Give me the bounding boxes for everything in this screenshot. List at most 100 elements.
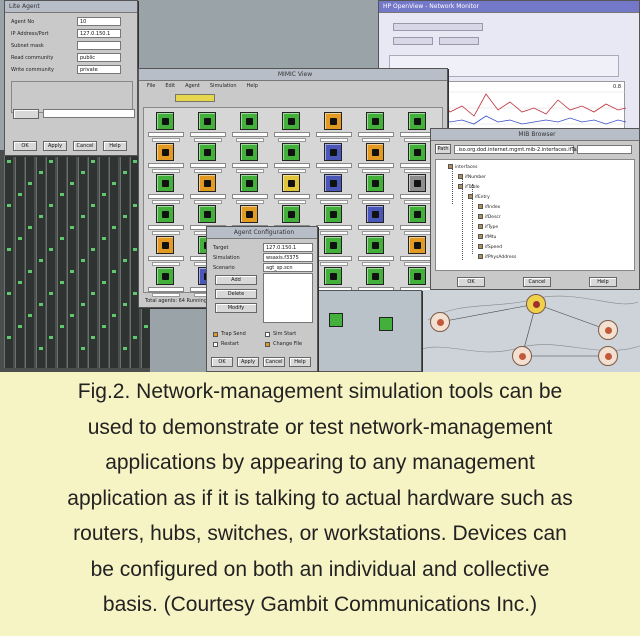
device-icon[interactable] [366, 236, 384, 254]
device-icon[interactable] [198, 143, 216, 161]
cancel-button[interactable]: Cancel [263, 357, 285, 367]
map-node-center[interactable] [526, 294, 546, 314]
field-input[interactable]: wsaxis.f3375 [263, 253, 313, 262]
apply-button[interactable]: Apply [43, 141, 67, 151]
device-icon[interactable] [324, 205, 342, 223]
config-list[interactable] [263, 273, 313, 323]
device-icon[interactable] [324, 267, 342, 285]
map-node[interactable] [430, 312, 450, 332]
device-icon[interactable] [408, 267, 426, 285]
help-button[interactable]: Help [289, 357, 311, 367]
help-button[interactable]: Help [103, 141, 127, 151]
tree-item[interactable]: interfaces [448, 164, 477, 170]
device-cell[interactable] [272, 172, 312, 206]
modify-button[interactable]: Modify [215, 303, 257, 313]
device-cell[interactable] [314, 141, 354, 175]
device-icon[interactable] [156, 236, 174, 254]
device-icon[interactable] [240, 112, 258, 130]
device-icon[interactable] [324, 236, 342, 254]
device-cell[interactable] [314, 234, 354, 268]
device-cell[interactable] [188, 141, 228, 175]
device-cell[interactable] [356, 141, 396, 175]
device-icon[interactable] [198, 112, 216, 130]
device-icon[interactable] [282, 112, 300, 130]
agent-desc-field[interactable] [43, 109, 135, 118]
apply-button[interactable]: Apply [237, 357, 259, 367]
tree-item[interactable]: ifIndex [478, 204, 500, 210]
tree-item[interactable]: ifDescr [478, 214, 501, 220]
device-icon[interactable] [156, 174, 174, 192]
device-cell[interactable] [230, 172, 270, 206]
device-icon[interactable] [240, 143, 258, 161]
device-icon[interactable] [198, 174, 216, 192]
device-cell[interactable] [146, 141, 186, 175]
device-cell[interactable] [356, 172, 396, 206]
device-icon[interactable] [408, 143, 426, 161]
field-input[interactable]: 127.0.150.1 [263, 243, 313, 252]
checkbox-box[interactable] [213, 331, 218, 337]
tree-item[interactable]: ifType [478, 224, 498, 230]
device-cell[interactable] [314, 203, 354, 237]
field-input[interactable]: private [77, 65, 121, 74]
field-input[interactable]: agt_sp.scn [263, 263, 313, 272]
device-cell[interactable] [314, 172, 354, 206]
device-icon[interactable] [408, 112, 426, 130]
option-checkbox[interactable]: Restart [213, 341, 239, 347]
map-subwindow[interactable] [318, 290, 422, 372]
cancel-button[interactable]: Cancel [523, 277, 551, 287]
tree-item[interactable]: ifSpeed [478, 244, 502, 250]
device-icon[interactable] [366, 267, 384, 285]
device-cell[interactable] [272, 110, 312, 144]
device-icon[interactable] [198, 205, 216, 223]
help-button[interactable]: Help [589, 277, 617, 287]
device-icon[interactable] [408, 236, 426, 254]
device-icon[interactable] [366, 112, 384, 130]
device-cell[interactable] [398, 110, 438, 144]
device-icon[interactable] [282, 143, 300, 161]
device-icon[interactable] [366, 205, 384, 223]
ok-button[interactable]: OK [457, 277, 485, 287]
device-cell[interactable] [356, 110, 396, 144]
device-cell[interactable] [398, 234, 438, 268]
field-input[interactable] [77, 41, 121, 50]
device-cell[interactable] [272, 141, 312, 175]
menu-item-simulation[interactable]: Simulation [209, 83, 237, 89]
device-icon[interactable] [366, 174, 384, 192]
device-cell[interactable] [356, 234, 396, 268]
device-icon[interactable] [156, 267, 174, 285]
field-input[interactable]: 10 [77, 17, 121, 26]
device-icon[interactable] [324, 174, 342, 192]
device-cell[interactable] [146, 234, 186, 268]
device-cell[interactable] [398, 203, 438, 237]
device-icon[interactable] [324, 143, 342, 161]
device-cell[interactable] [188, 110, 228, 144]
device-icon[interactable] [408, 205, 426, 223]
tree-item[interactable]: ifMtu [478, 234, 496, 240]
device-cell[interactable] [146, 110, 186, 144]
device-icon[interactable] [240, 205, 258, 223]
checkbox-box[interactable] [265, 331, 270, 337]
menu-item-edit[interactable]: Edit [165, 83, 176, 89]
option-checkbox[interactable]: Sim Start [265, 331, 296, 337]
device-cell[interactable] [230, 110, 270, 144]
option-checkbox[interactable]: Change File [265, 341, 302, 347]
device-icon[interactable] [282, 174, 300, 192]
device-icon[interactable] [156, 143, 174, 161]
device-cell[interactable] [230, 141, 270, 175]
map-node[interactable] [598, 320, 618, 340]
mib-browser-window[interactable]: MIB Browser Path .iso.org.dod.internet.m… [430, 128, 640, 290]
device-cell[interactable] [314, 110, 354, 144]
tree-item[interactable]: ifEntry [468, 194, 490, 200]
device-icon[interactable] [156, 205, 174, 223]
device-cell[interactable] [356, 203, 396, 237]
ok-button[interactable]: OK [211, 357, 233, 367]
field-input[interactable]: 127.0.150.1 [77, 29, 121, 38]
path-button[interactable]: Path [435, 144, 451, 154]
ok-button[interactable]: OK [13, 141, 37, 151]
agent-select-button[interactable] [13, 109, 39, 119]
menu-item-file[interactable]: File [147, 83, 156, 89]
tree-item[interactable]: ifTable [458, 184, 479, 190]
map-node[interactable] [598, 346, 618, 366]
